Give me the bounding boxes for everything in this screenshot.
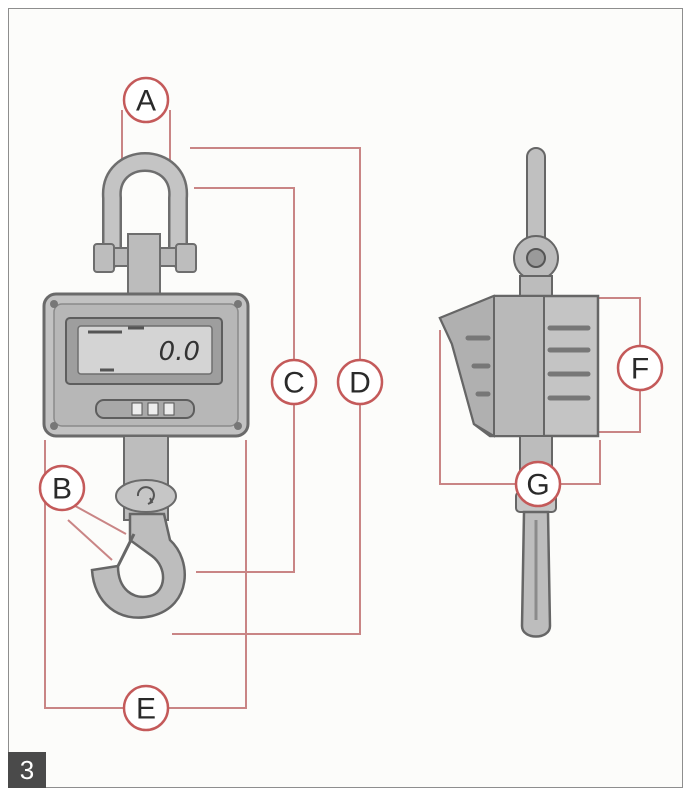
pin-nut-right <box>175 243 197 273</box>
side-housing-face <box>438 294 495 438</box>
dim-b-upper <box>67 501 127 535</box>
label-a: A <box>122 76 170 124</box>
swivel <box>115 479 177 513</box>
display-reading: 0.0 <box>159 337 200 367</box>
scale-button <box>163 402 175 416</box>
cooling-fins <box>465 325 591 401</box>
label-c-text: C <box>283 367 305 400</box>
lcd-screen <box>77 325 213 375</box>
screw-icon <box>50 300 58 308</box>
label-g-text: G <box>526 469 549 502</box>
label-b-text: B <box>52 473 72 506</box>
label-g: G <box>514 460 562 508</box>
scale-button <box>147 402 159 416</box>
pin-nut-left <box>93 243 115 273</box>
screw-icon <box>234 422 242 430</box>
side-shackle <box>526 147 546 249</box>
label-a-text: A <box>136 85 156 118</box>
front-view: 0.0 <box>42 152 250 619</box>
label-f: F <box>616 344 664 392</box>
label-e: E <box>122 684 170 732</box>
label-d-text: D <box>349 367 371 400</box>
side-view <box>438 147 600 638</box>
screw-icon <box>234 300 242 308</box>
button-strip <box>95 399 195 419</box>
label-e-text: E <box>136 693 156 726</box>
upper-lug <box>127 233 161 297</box>
dim-b-lower <box>67 519 113 561</box>
label-b: B <box>38 464 86 512</box>
scale-button <box>131 402 143 416</box>
shackle <box>104 154 186 266</box>
label-f-text: F <box>631 353 649 386</box>
figure-number-badge: 3 <box>8 752 46 788</box>
rotate-icon <box>136 486 155 503</box>
side-band <box>493 295 545 437</box>
label-c: C <box>270 358 318 406</box>
rotate-arrow-icon <box>147 497 154 505</box>
label-circles: A B C D E F G <box>38 76 664 732</box>
hook <box>90 512 186 619</box>
safety-latch <box>116 533 136 567</box>
label-d: D <box>336 358 384 406</box>
side-pin-nut <box>526 248 546 268</box>
screw-icon <box>50 422 58 430</box>
